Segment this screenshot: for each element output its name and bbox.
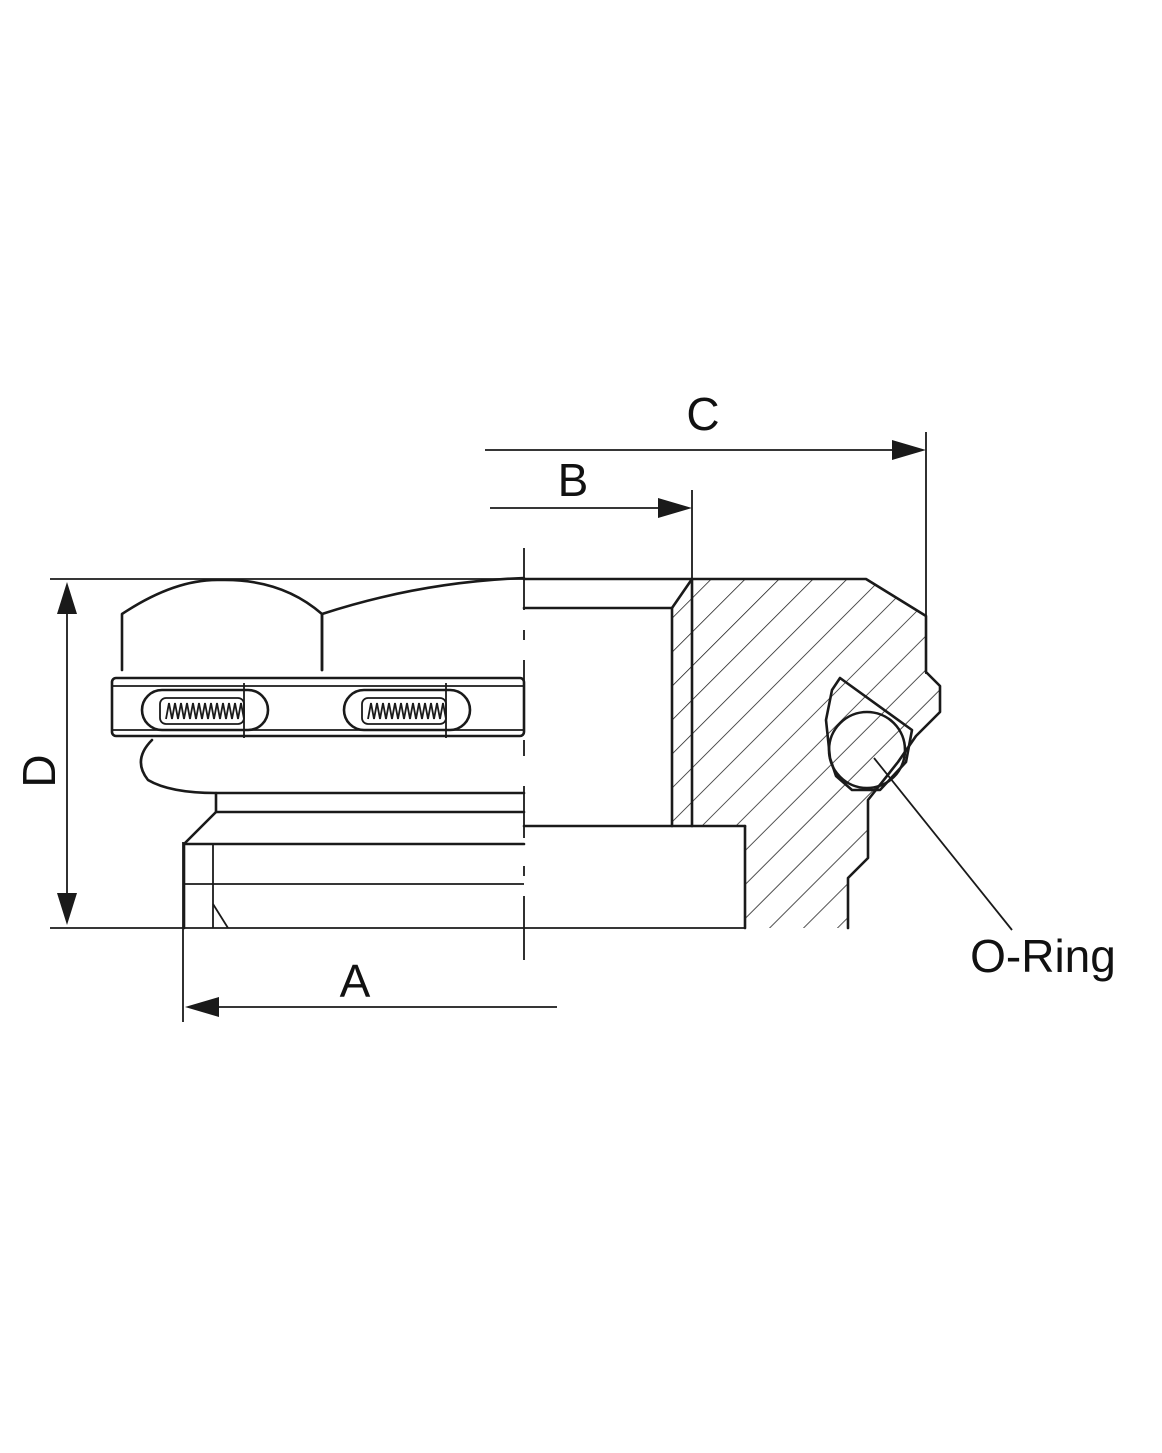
dimension-a-label: A	[340, 955, 371, 1007]
dimension-b-label: B	[558, 454, 589, 506]
o-ring-leader	[873, 757, 1013, 931]
dimension-d-label: D	[13, 754, 65, 787]
cap-exterior-view	[110, 576, 526, 930]
spring-clip-right	[342, 683, 472, 738]
dimension-b	[490, 490, 693, 582]
spring-clip-left	[140, 683, 270, 738]
dimension-d	[50, 578, 745, 929]
o-ring-section	[827, 710, 907, 790]
dimension-c-label: C	[686, 388, 719, 440]
cap-section-view	[522, 577, 942, 930]
o-ring-label: O-Ring	[970, 930, 1116, 982]
